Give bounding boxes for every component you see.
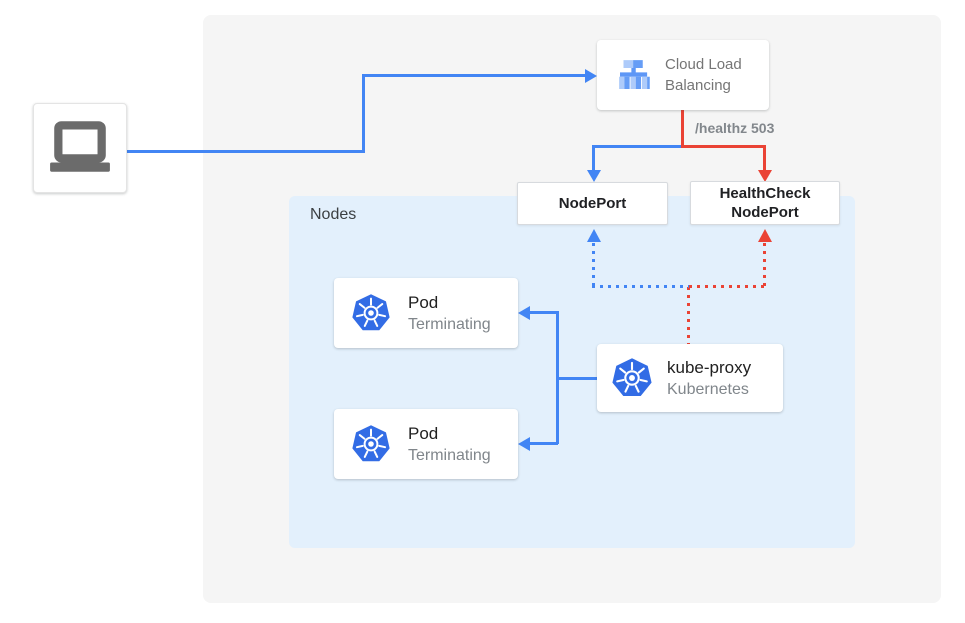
edge-dotted-blue-h (592, 285, 689, 288)
arrowhead-into-healthcheck (757, 170, 772, 182)
arrowhead-up-nodeport (586, 229, 601, 242)
arrowhead-into-pod2 (518, 436, 530, 451)
edge-to-healthcheck-v (763, 145, 766, 171)
kube-proxy-subtitle: Kubernetes (667, 380, 749, 398)
healthcheck-nodeport-label: HealthCheck NodePort (719, 185, 811, 221)
edge-dotted-red-h (689, 285, 766, 288)
nodes-label: Nodes (310, 206, 357, 223)
kube-proxy-title: kube-proxy (667, 357, 752, 377)
kube-proxy-card: kube-proxy Kubernetes (597, 344, 783, 412)
edge-to-pod2-h (529, 442, 558, 445)
arrowhead-up-healthcheck (757, 229, 772, 242)
edge-junction-red-h (681, 145, 766, 148)
load-balancer-icon (613, 54, 655, 96)
nodeport-label: NodePort (558, 195, 627, 212)
laptop-icon (47, 121, 113, 175)
pod-card-1: Pod Terminating (334, 278, 518, 348)
cloud-load-balancing-card: Cloud Load Balancing (597, 40, 769, 110)
healthcheck-nodeport-box: HealthCheck NodePort (690, 181, 840, 225)
pod-title: Pod (408, 292, 439, 312)
pod-status: Terminating (408, 446, 491, 464)
kubernetes-icon (351, 424, 391, 464)
pod-status: Terminating (408, 315, 491, 333)
edge-kubeproxy-left-h (558, 377, 598, 380)
edge-client-to-clb-h2 (362, 74, 586, 77)
pod-title: Pod (408, 423, 439, 443)
edge-client-to-clb-v (362, 74, 365, 153)
edge-kubeproxy-up-dotted (687, 287, 690, 345)
edge-dotted-blue-v (592, 243, 595, 287)
edge-dotted-red-v (763, 243, 766, 287)
edge-junction-blue-h (592, 145, 683, 148)
arrowhead-into-clb (585, 68, 597, 83)
edge-to-nodeport-v (592, 145, 595, 171)
pod-card-2: Pod Terminating (334, 409, 518, 479)
kubernetes-icon (611, 357, 653, 399)
clb-label: Cloud Load Balancing (665, 56, 742, 94)
edge-to-pod1-h (529, 311, 558, 314)
nodeport-box: NodePort (517, 182, 668, 225)
healthz-503-label: /healthz 503 (695, 120, 775, 136)
edge-pods-v (556, 311, 559, 444)
arrowhead-into-pod1 (518, 305, 530, 320)
client-card (33, 103, 127, 193)
edge-client-to-clb-h (127, 150, 365, 153)
arrowhead-into-nodeport (586, 170, 601, 182)
edge-clb-down-red (681, 110, 684, 147)
kubernetes-icon (351, 293, 391, 333)
